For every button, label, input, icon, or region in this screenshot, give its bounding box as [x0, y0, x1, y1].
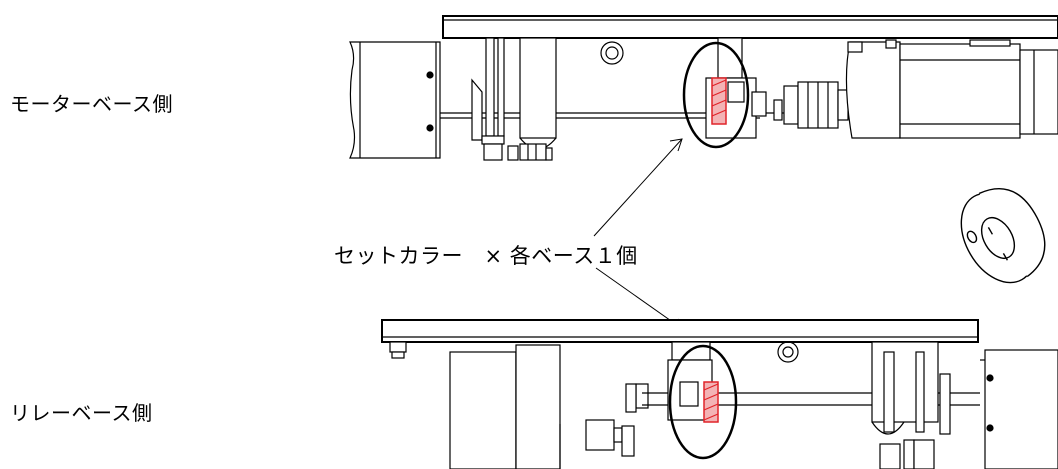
motor-base-assembly: [349, 15, 1058, 161]
relay-base-side-label: リレーベース側: [10, 401, 153, 425]
bottom-plate: [381, 319, 979, 343]
leader-arrows: [593, 138, 685, 331]
top-plate: [442, 15, 1058, 39]
set-collar-note-label: セットカラー × 各ベース１個: [334, 244, 638, 268]
motor-base-side-label: モーターベース側: [10, 92, 173, 116]
collar-marker-bottom: [668, 344, 738, 460]
collar-highlight-top: [711, 77, 727, 125]
collar-highlight-bottom: [703, 381, 719, 423]
relay-base-assembly: [381, 319, 1058, 469]
collar-marker-top: [682, 41, 750, 149]
set-collar-icon: [960, 188, 1046, 284]
left-block: [349, 41, 441, 159]
